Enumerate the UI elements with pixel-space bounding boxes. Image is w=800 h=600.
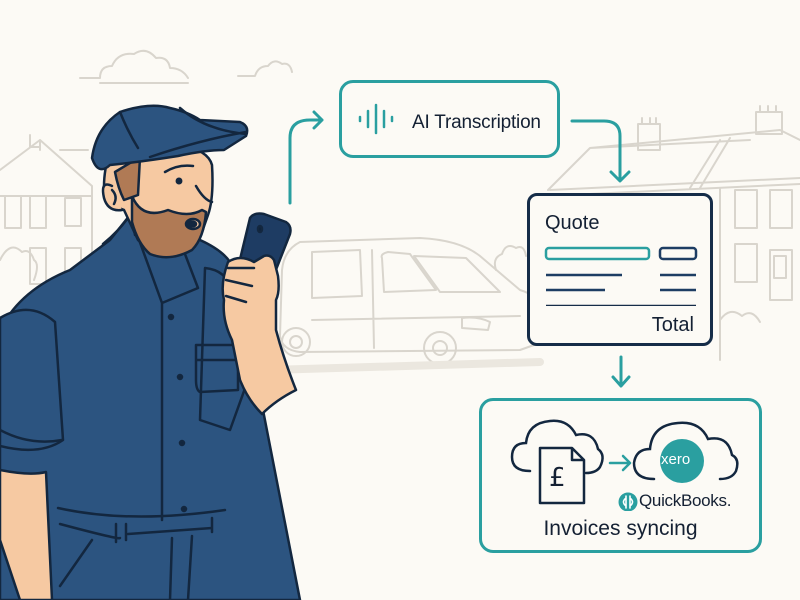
pound-invoice-icon [538,446,586,505]
house-right [547,129,800,197]
sync-arrow [608,454,632,472]
arrow-to-quote [570,119,631,183]
quote-line-items [544,246,698,306]
sync-graphics [510,419,739,511]
xero-label: xero [661,451,691,468]
xero-logo [660,439,704,483]
quote-card: Quote Total [527,193,713,346]
invoices-syncing-label: Invoices syncing [543,517,698,540]
pound-symbol: £ [549,463,566,493]
cloud-icon [79,49,189,84]
cloud-icon [510,419,604,475]
cloud-icon [493,245,527,271]
ai-transcription-card: AI Transcription [339,80,560,158]
quickbooks-label: QuickBooks. [639,491,732,510]
tradesperson [0,104,302,600]
ai-transcription-label: AI Transcription [412,112,541,133]
arrow-to-sync [611,355,631,388]
quickbooks-logo [618,492,638,511]
sound-wave-icon [358,103,394,135]
quote-total-label: Total [651,314,694,336]
cloud-icon [632,421,739,481]
arrow-to-transcription [288,110,324,205]
quote-title: Quote [545,212,600,234]
invoices-sync-card: £ xero QuickBooks. Invoices syncing [479,398,762,553]
cloud-icon [237,60,293,77]
